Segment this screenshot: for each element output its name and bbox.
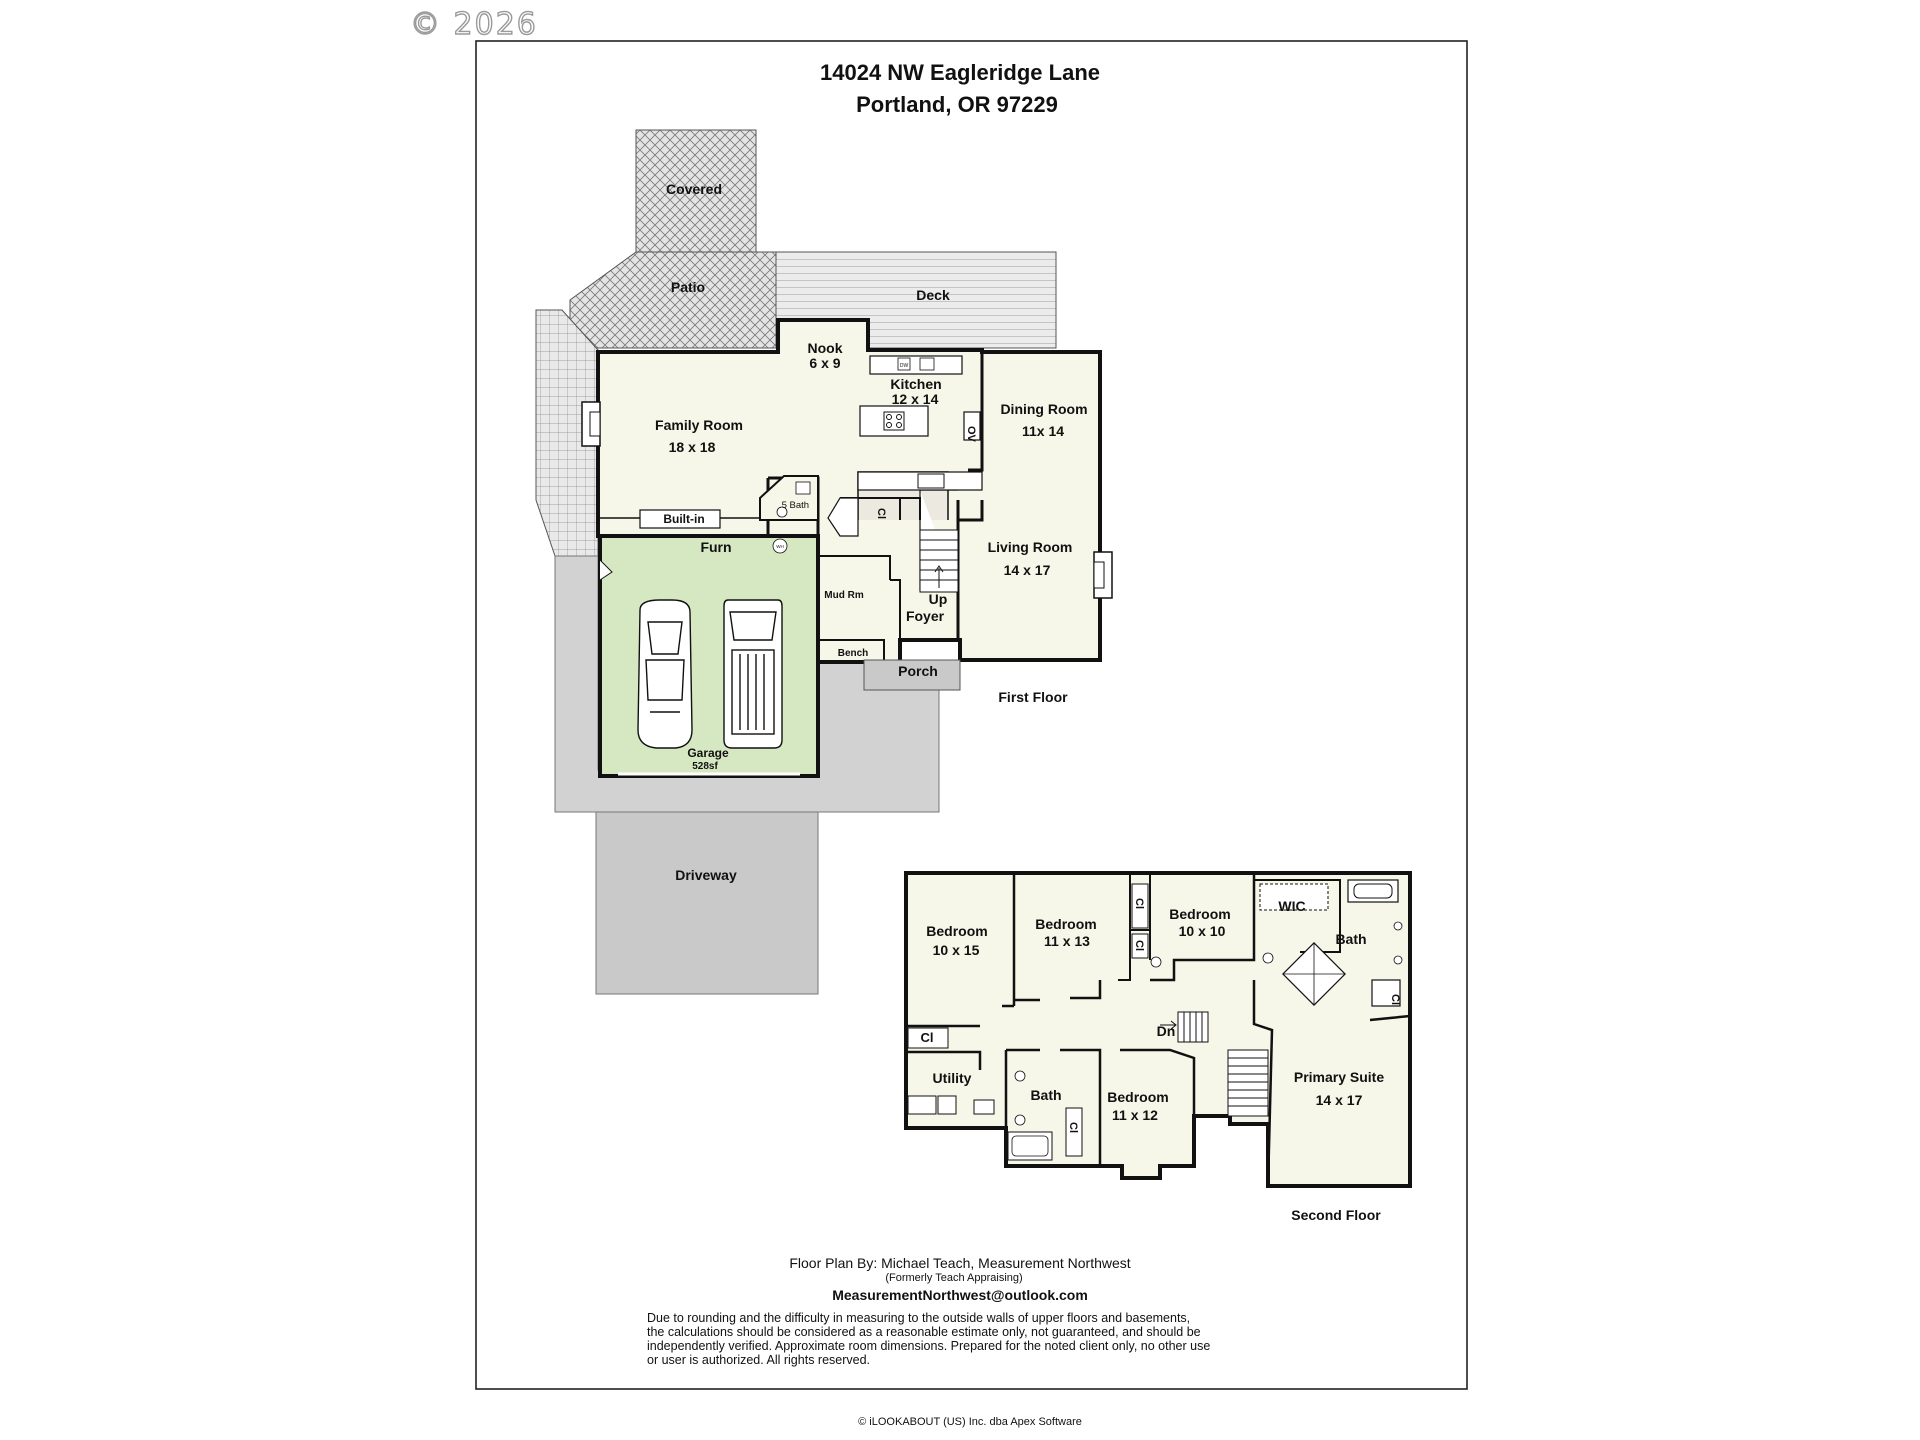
bedroom-4-label: Bedroom <box>1107 1089 1168 1105</box>
family-room-label: Family Room <box>655 417 743 433</box>
second-floor-labels: Bedroom 10 x 15 Bedroom 11 x 13 Cl Cl Be… <box>921 898 1402 1223</box>
dining-room-dimensions: 11x 14 <box>1022 423 1064 439</box>
garage-label: Garage <box>687 746 729 760</box>
floor-plan-credit: Floor Plan By: Michael Teach, Measuremen… <box>789 1255 1130 1271</box>
mud-room-label: Mud Rm <box>824 590 864 601</box>
porch-area <box>863 659 961 691</box>
car-icon <box>637 599 693 749</box>
first-floor-label: First Floor <box>998 689 1068 705</box>
covered-label: Covered <box>666 181 722 197</box>
address-line-2: Portland, OR 97229 <box>856 92 1058 117</box>
plan-credits: Floor Plan By: Michael Teach, Measuremen… <box>647 1255 1210 1367</box>
bedroom-3-label: Bedroom <box>1169 906 1230 922</box>
primary-bath-label: Bath <box>1335 931 1366 947</box>
closet-label-hall: Cl <box>921 1030 934 1045</box>
disclaimer-line-1: Due to rounding and the difficulty in me… <box>647 1311 1190 1325</box>
furnace-label: Furn <box>700 539 731 555</box>
bedroom-4-dimensions: 11 x 12 <box>1112 1107 1158 1123</box>
bench-label: Bench <box>838 648 869 659</box>
family-room-dimensions: 18 x 18 <box>669 439 716 455</box>
driveway-label: Driveway <box>675 867 737 883</box>
contact-email: MeasurementNorthwest@outlook.com <box>832 1287 1088 1303</box>
primary-suite-dimensions: 14 x 17 <box>1316 1092 1363 1108</box>
covered-area <box>635 129 757 253</box>
disclaimer-line-4: or user is authorized. All rights reserv… <box>647 1353 870 1367</box>
closet-label-bedroom-2b: Cl <box>1133 940 1145 951</box>
truck-icon <box>723 599 783 749</box>
closet-label-bedroom-2a: Cl <box>1133 898 1145 909</box>
closet-label-first-floor: Cl <box>875 508 887 519</box>
wic-label: WIC <box>1278 898 1305 914</box>
primary-suite-label: Primary Suite <box>1294 1069 1384 1085</box>
water-heater-label: WH <box>776 544 784 549</box>
utility-label: Utility <box>933 1070 972 1086</box>
second-floor-label: Second Floor <box>1291 1207 1381 1223</box>
half-bath-label: .5 Bath <box>779 500 809 511</box>
bedroom-1-dimensions: 10 x 15 <box>933 942 980 958</box>
living-room-dimensions: 14 x 17 <box>1004 562 1051 578</box>
driveway-area <box>595 811 819 995</box>
copyright-watermark: © 2026 <box>410 7 538 42</box>
deck-label: Deck <box>916 287 950 303</box>
nook-label: Nook <box>808 340 843 356</box>
software-copyright: © iLOOKABOUT (US) Inc. dba Apex Software <box>858 1416 1082 1428</box>
stairs-down-label: Dn <box>1157 1023 1176 1039</box>
dining-room-label: Dining Room <box>1000 401 1087 417</box>
living-room-label: Living Room <box>988 539 1073 555</box>
bedroom-2-label: Bedroom <box>1035 916 1096 932</box>
patio-label: Patio <box>671 279 705 295</box>
disclaimer-line-2: the calculations should be considered as… <box>647 1325 1201 1339</box>
garage-area-label: 528sf <box>692 761 718 772</box>
first-floor-plan: WH <box>535 129 1113 995</box>
second-floor-plan <box>904 871 1412 1188</box>
bedroom-1-label: Bedroom <box>926 923 987 939</box>
dishwasher-label: DW <box>900 363 909 369</box>
bedroom-2-dimensions: 11 x 13 <box>1044 933 1090 949</box>
formerly-note: (Formerly Teach Appraising) <box>885 1272 1022 1284</box>
address-line-1: 14024 NW Eagleridge Lane <box>820 60 1100 85</box>
oven-label: OV <box>965 426 977 443</box>
nook-dimensions: 6 x 9 <box>809 355 840 371</box>
porch-label: Porch <box>898 663 938 679</box>
builtin-label: Built-in <box>663 512 704 526</box>
foyer-label: Foyer <box>906 608 945 624</box>
closet-label-primary: Cl <box>1389 994 1401 1005</box>
disclaimer-line-3: independently verified. Approximate room… <box>647 1339 1210 1353</box>
bedroom-3-dimensions: 10 x 10 <box>1179 923 1226 939</box>
stairs-up-label: Up <box>929 591 948 607</box>
kitchen-dimensions: 12 x 14 <box>892 391 939 407</box>
kitchen-label: Kitchen <box>890 376 941 392</box>
bath-2-label: Bath <box>1030 1087 1061 1103</box>
closet-label-bedroom-4: Cl <box>1067 1122 1079 1133</box>
first-floor-labels: Covered Patio Deck Nook 6 x 9 DW Kitchen… <box>655 181 1088 883</box>
garage-area <box>598 534 820 778</box>
